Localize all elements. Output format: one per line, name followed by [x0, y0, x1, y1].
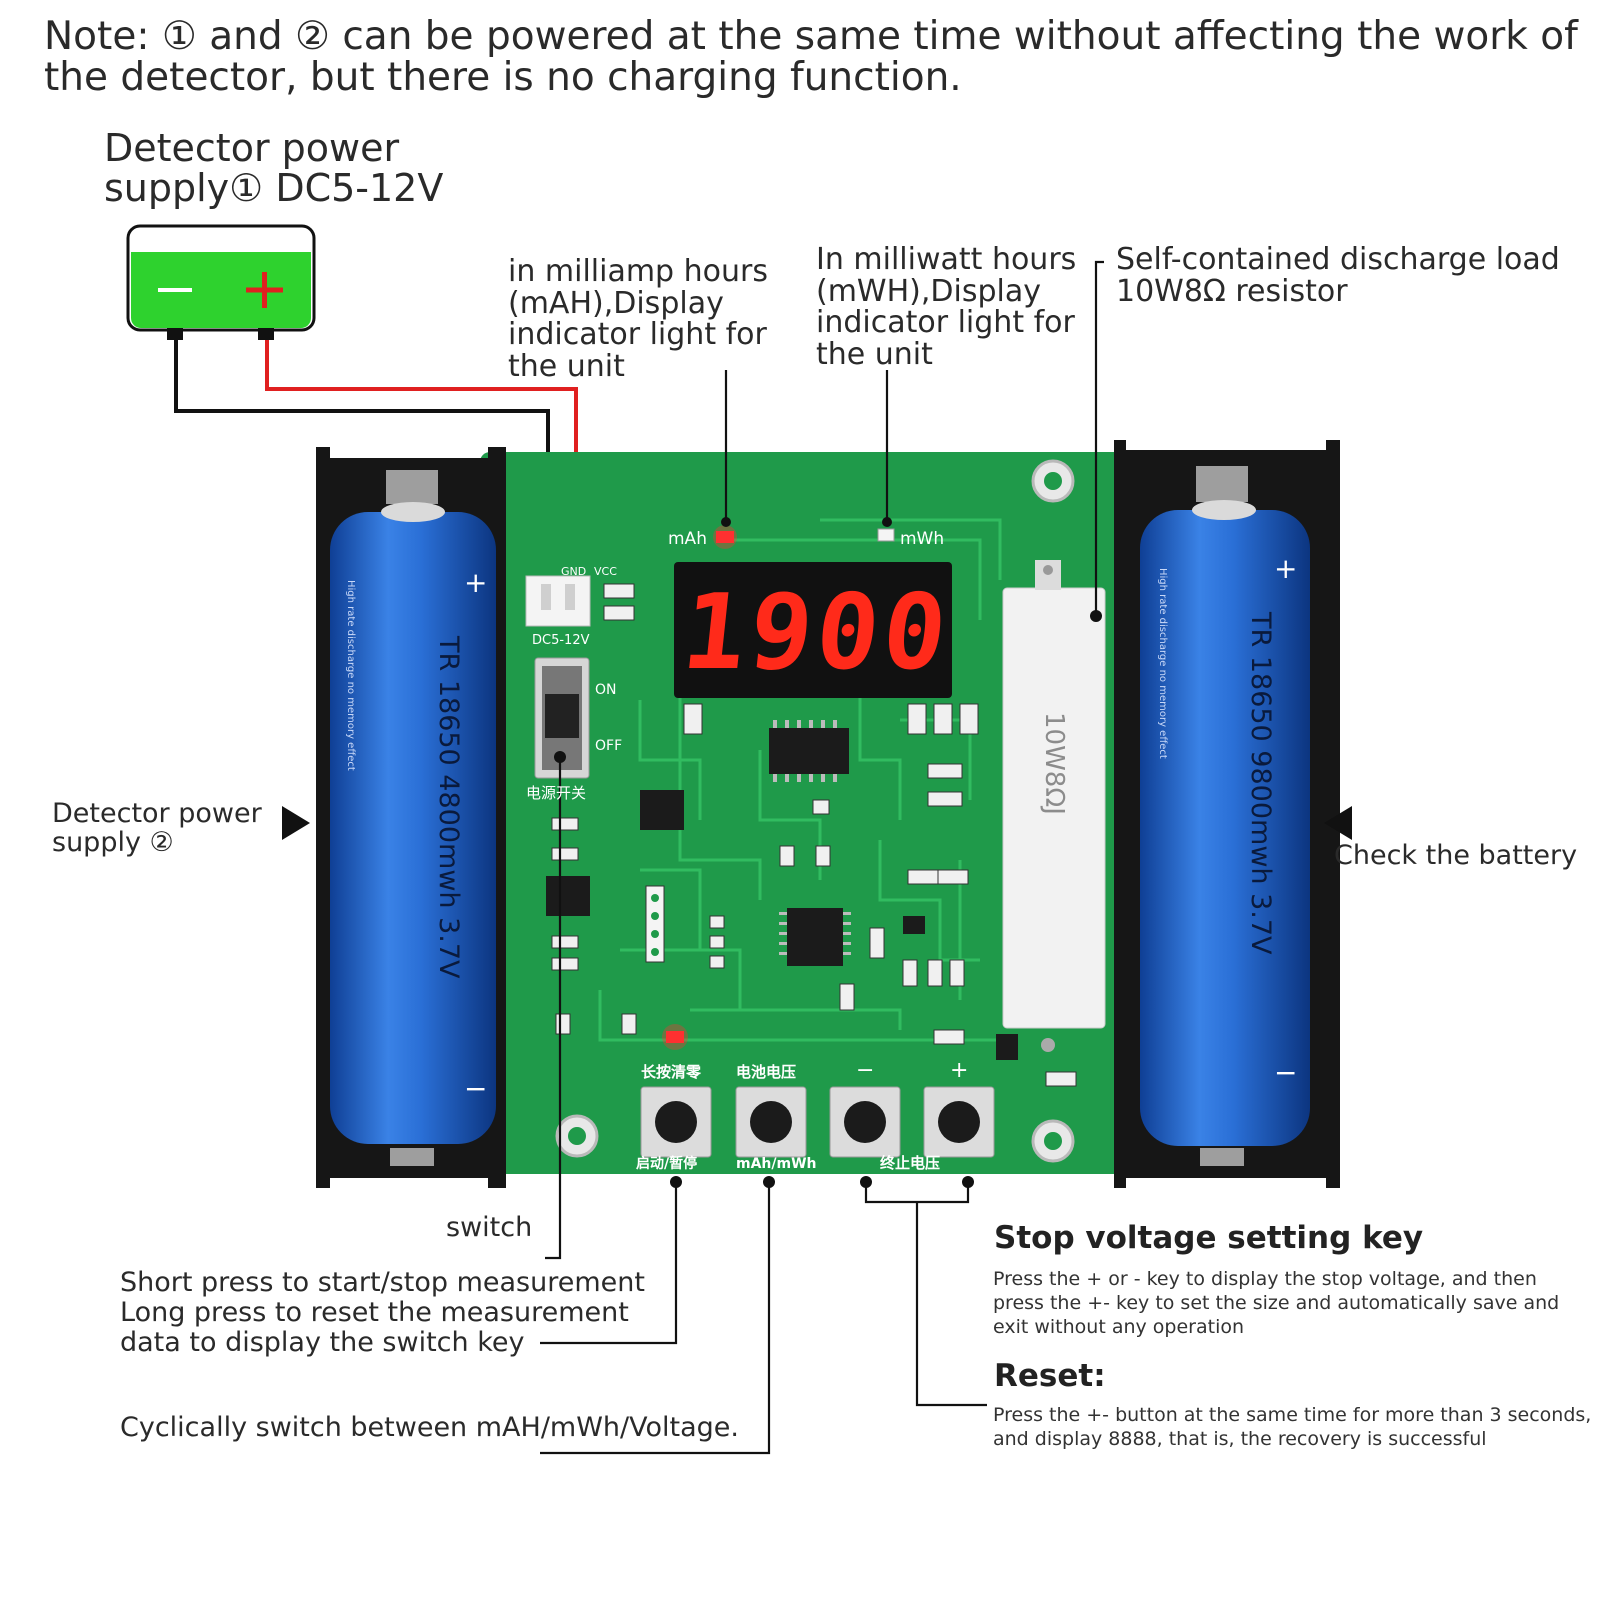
right-battery-holder [1114, 440, 1340, 1188]
left-cell-subtext: High rate discharge no memory effect [345, 580, 356, 771]
arrow-left-icon [1324, 806, 1352, 840]
connector-label: DC5-12V [532, 633, 590, 648]
power-switch-silk: 电源开关 [526, 784, 586, 802]
check-battery-label: Check the battery [1334, 840, 1578, 871]
cycle-callout: Cyclically switch between mAH/mWh/Voltag… [120, 1412, 739, 1443]
right-cell-plus: + [1274, 552, 1297, 585]
right-cell-minus: − [1274, 1056, 1297, 1089]
stop-voltage-body: Press the + or - key to display the stop… [993, 1268, 1560, 1338]
led-mah-label: mAh [668, 529, 707, 549]
button-plus-label: + [950, 1058, 968, 1083]
switch-on-label: ON [595, 682, 617, 698]
leader-cycle [540, 1182, 771, 1455]
stop-voltage-silk: 终止电压 [880, 1154, 940, 1172]
start-stop-callout: Short press to start/stop measurement Lo… [120, 1267, 645, 1359]
stop-voltage-heading: Stop voltage setting key [994, 1220, 1424, 1256]
reset-heading: Reset: [994, 1358, 1106, 1394]
power-supply-2-label: Detector power supply ② [52, 798, 262, 858]
left-battery-holder [316, 447, 506, 1188]
power-supply-1-label: Detector power supply① DC5-12V [104, 126, 444, 211]
external-battery-icon [126, 224, 316, 340]
button-2-bottom-label: mAh/mWh [736, 1156, 817, 1172]
load-callout: Self-contained discharge load 10W8Ω resi… [1116, 242, 1560, 309]
vcc-label: VCC [594, 565, 617, 578]
leader-load [1094, 260, 1104, 616]
left-cell-plus: + [464, 566, 487, 599]
button-1-top-label: 长按清零 [641, 1063, 702, 1081]
reset-body: Press the +- button at the same time for… [993, 1404, 1592, 1450]
button-minus-label: − [856, 1058, 874, 1083]
switch-label: switch [446, 1212, 533, 1243]
leader-stop-voltage [864, 1182, 970, 1204]
right-cell-subtext: High rate discharge no memory effect [1157, 568, 1168, 759]
mah-callout: in milliamp hours (mAH),Display indicato… [508, 254, 768, 384]
left-cell-minus: − [464, 1072, 487, 1105]
leader-start-stop [540, 1182, 678, 1345]
left-cell-model: TR 18650 4800mwh 3.7V [433, 635, 464, 979]
button-1-bottom-label: 启动/暂停 [636, 1155, 697, 1172]
led-mwh-label: mWh [900, 529, 944, 549]
switch-off-label: OFF [595, 738, 622, 754]
mwh-callout: In milliwatt hours (mWH),Display indicat… [816, 242, 1077, 372]
resistor-marking: 10W8ΩJ [1039, 712, 1069, 815]
pcb-board [480, 452, 1126, 1174]
leader-reset [915, 1202, 987, 1407]
display-readout: 1900 [677, 571, 956, 693]
button-2-top-label: 电池电压 [736, 1063, 796, 1081]
gnd-label: GND [561, 565, 586, 578]
leader-switch [545, 762, 562, 1260]
note-text: Note: ① and ② can be powered at the same… [44, 14, 1578, 101]
right-cell-model: TR 18650 9800mwh 3.7V [1245, 611, 1276, 955]
arrow-right-icon [282, 806, 310, 840]
